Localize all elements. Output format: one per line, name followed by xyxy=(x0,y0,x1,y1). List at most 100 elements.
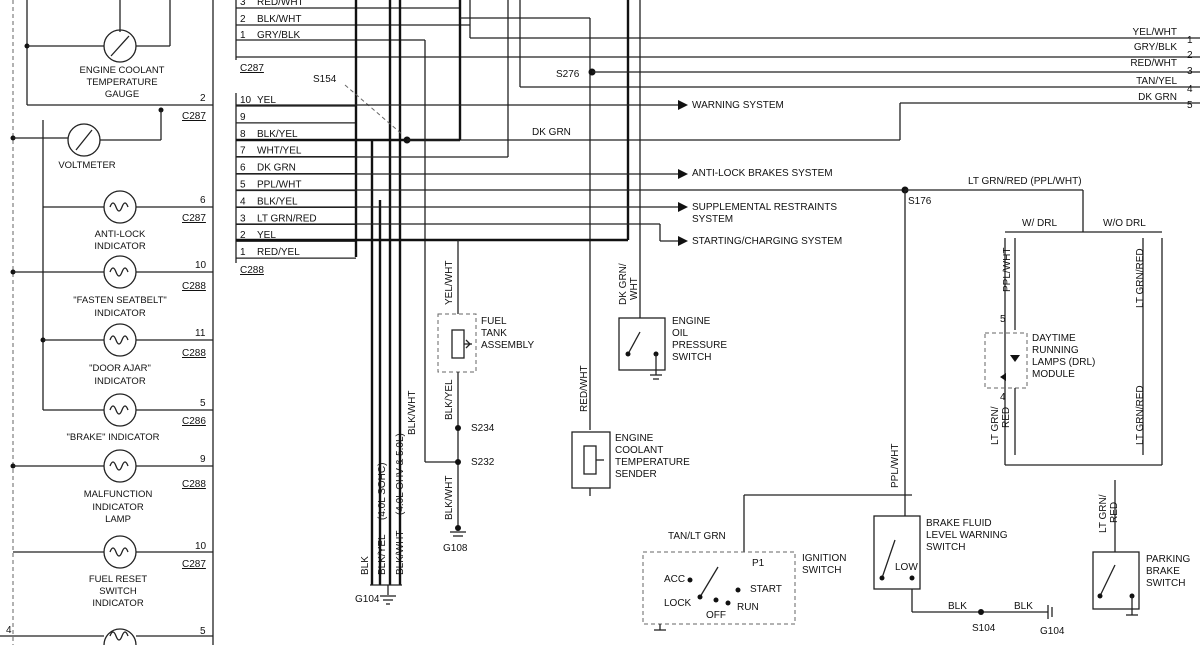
ground-g104: G104 xyxy=(355,594,380,605)
oil-label-1: ENGINE xyxy=(672,316,711,327)
cluster-pin: 6 xyxy=(200,195,206,206)
ground-g104-b: G104 xyxy=(1040,626,1065,637)
ign-p1: P1 xyxy=(752,558,765,569)
cluster-pin: 10 xyxy=(195,260,207,271)
c288-color: WHT/YEL xyxy=(257,146,302,157)
right-conn-pin: 1 xyxy=(1187,35,1193,46)
right-conn-pin: 2 xyxy=(1187,50,1193,61)
ect-sender-label-1: ENGINE xyxy=(615,433,654,444)
center-harness: S154 DK GRN S276 WARNING SYSTEM ANTI-LOC… xyxy=(236,0,1200,605)
system-charging: STARTING/CHARGING SYSTEM xyxy=(692,236,842,247)
c288-pin: 10 xyxy=(240,95,252,106)
wire-lt-grn-drl-1: LT GRN/ xyxy=(990,406,1001,445)
wire-dk-grn-wht-2: WHT xyxy=(629,277,640,300)
ign-start: START xyxy=(750,584,782,595)
cluster-pin: 4 xyxy=(6,625,12,636)
oil-label-4: SWITCH xyxy=(672,352,711,363)
c288-color: YEL xyxy=(257,95,276,106)
cluster-pin: 5 xyxy=(200,626,206,637)
parking-label-1: PARKING xyxy=(1146,554,1190,565)
right-conn-color: DK GRN xyxy=(1138,92,1177,103)
s232-label: S232 xyxy=(471,457,495,468)
c288-pin: 7 xyxy=(240,146,246,157)
c288-pin: 2 xyxy=(240,230,246,241)
c287-pin: 2 xyxy=(240,14,246,25)
wire-blk-brake2: BLK xyxy=(1014,601,1033,612)
cluster-pin: 2 xyxy=(200,93,206,104)
indicator-label: INDICATOR xyxy=(94,241,146,252)
cluster-conn: C287 xyxy=(182,111,206,122)
system-abs: ANTI-LOCK BRAKES SYSTEM xyxy=(692,168,833,179)
bulb-icon xyxy=(109,267,129,277)
c287-pin: 1 xyxy=(240,30,246,41)
wire-sohc: (4.0L SOHC) xyxy=(377,463,388,520)
s234-label: S234 xyxy=(471,423,495,434)
s154-label: S154 xyxy=(313,74,337,85)
brake-fluid-label-2: LEVEL WARNING xyxy=(926,530,1008,541)
right-conn-color: YEL/WHT xyxy=(1133,27,1177,38)
indicator-label: MALFUNCTION xyxy=(84,489,153,500)
indicator-label: FUEL RESET xyxy=(89,574,147,585)
anti-lock-indicator: 6 C287 ANTI-LOCK INDICATOR xyxy=(43,190,213,252)
malfunction-indicator-lamp: 9 C288 MALFUNCTION INDICATOR LAMP xyxy=(13,449,213,525)
wire-ohv: (4.0L OHV & 5.0L) xyxy=(395,433,406,515)
wire-ppl-wht-brake: PPL/WHT xyxy=(890,444,901,488)
drl-section: W/ DRL W/O DRL PPL/WHT 5 4 DAYTIME RUNNI… xyxy=(984,190,1163,466)
drl-label-2: RUNNING xyxy=(1032,345,1079,356)
cluster-pin: 10 xyxy=(195,541,207,552)
wire-ppl-wht-drl: PPL/WHT xyxy=(1002,248,1013,292)
wo-drl-label: W/O DRL xyxy=(1103,218,1146,229)
cluster-conn: C288 xyxy=(182,348,206,359)
oil-pressure-switch: DK GRN/ WHT ENGINE OIL PRESSURE SWITCH xyxy=(618,263,727,380)
s154-leader xyxy=(344,84,404,136)
right-conn-color: GRY/BLK xyxy=(1134,42,1177,53)
s104-label: S104 xyxy=(972,623,996,634)
c288-pin: 9 xyxy=(240,112,246,123)
c288-color: BLK/YEL xyxy=(257,129,298,140)
cluster-pin: 9 xyxy=(200,454,206,465)
wire-blk-wht-vert: BLK/WHT xyxy=(395,531,406,575)
ign-off: OFF xyxy=(706,610,726,621)
oil-label-2: OIL xyxy=(672,328,689,339)
ect-gauge-label-2: TEMPERATURE xyxy=(86,77,157,88)
oil-label-3: PRESSURE xyxy=(672,340,727,351)
parking-label-3: SWITCH xyxy=(1146,578,1185,589)
brake-low: LOW xyxy=(895,562,918,573)
fuel-reset-indicator: 10 C287 FUEL RESET SWITCH INDICATOR xyxy=(13,535,213,609)
gauge-icon xyxy=(103,29,137,63)
wire-tan-lt-grn: TAN/LT GRN xyxy=(668,531,726,542)
right-conn-color: RED/WHT xyxy=(1130,58,1177,69)
drl-label-1: DAYTIME xyxy=(1032,333,1076,344)
ign-run: RUN xyxy=(737,602,759,613)
ect-sender-label-4: SENDER xyxy=(615,469,657,480)
fuel-tank-label-1: FUEL xyxy=(481,316,507,327)
c287-color: RED/WHT xyxy=(257,0,304,8)
c288-pin: 5 xyxy=(240,180,246,191)
c287-pin: 3 xyxy=(240,0,246,8)
ign-acc: ACC xyxy=(664,574,685,585)
cluster-conn: C286 xyxy=(182,416,206,427)
wire-blk-vert: BLK xyxy=(360,556,371,575)
cluster-conn: C288 xyxy=(182,479,206,490)
c288-color: LT GRN/RED xyxy=(257,213,317,224)
c288-color: PPL/WHT xyxy=(257,180,301,191)
wire-yel-wht: YEL/WHT xyxy=(444,261,455,305)
c287-name: C287 xyxy=(240,63,264,74)
brake-indicator: 5 C286 "BRAKE" INDICATOR xyxy=(43,393,213,443)
drl-label-4: MODULE xyxy=(1032,369,1075,380)
wire-dk-grn-wht-1: DK GRN/ xyxy=(618,263,629,305)
wire-lt-grn-red-ppl: LT GRN/RED (PPL/WHT) xyxy=(968,176,1082,187)
right-conn-color: TAN/YEL xyxy=(1136,76,1177,87)
indicator-label: INDICATOR xyxy=(92,502,144,513)
parking-brake-switch: LT GRN/ RED PARKING BRAKE SWITCH xyxy=(1092,480,1190,616)
wire-lt-grn-park-2: RED xyxy=(1109,502,1120,523)
voltmeter-label: VOLTMETER xyxy=(58,160,115,171)
indicator-label: INDICATOR xyxy=(94,376,146,387)
bottom-indicator: 5 4 xyxy=(0,625,213,645)
drl-pin-5: 5 xyxy=(1000,314,1006,325)
drl-label-3: LAMPS (DRL) xyxy=(1032,357,1095,368)
indicator-label: ANTI-LOCK xyxy=(95,229,146,240)
wire-lt-grn-red-a: LT GRN/RED xyxy=(1135,248,1146,308)
wire-lt-grn-drl-2: RED xyxy=(1001,407,1012,428)
